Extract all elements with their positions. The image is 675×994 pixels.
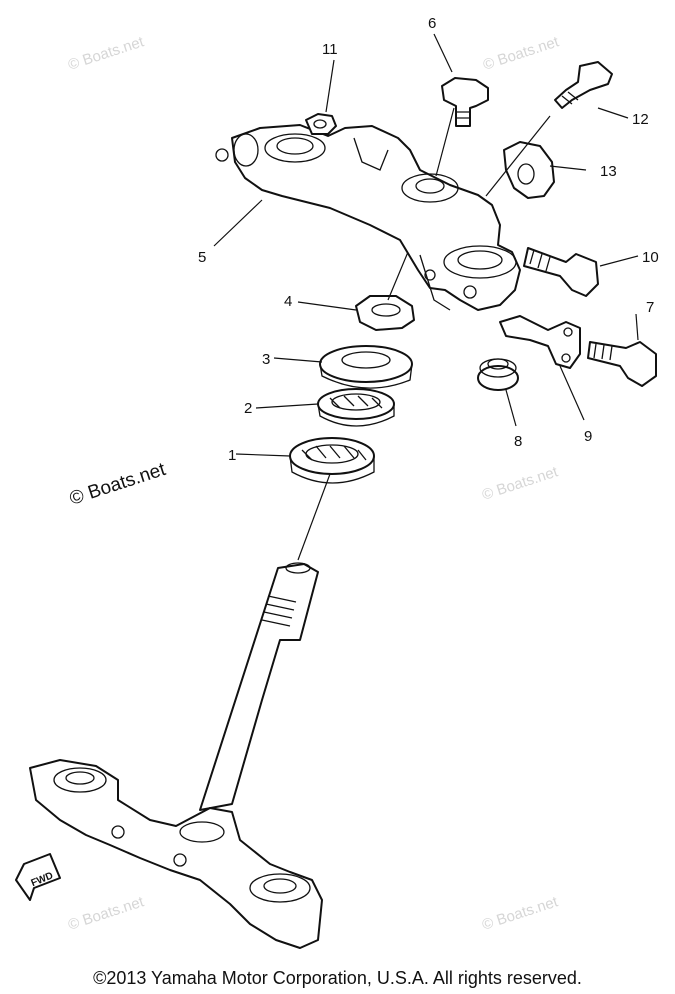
- clamp-part-13: [503, 141, 555, 199]
- callout-5: 5: [198, 249, 206, 266]
- leader-lines: [213, 33, 639, 561]
- copyright-notice: ©2013 Yamaha Motor Corporation, U.S.A. A…: [93, 968, 582, 988]
- lock-plate-part-9: [499, 315, 581, 369]
- steering-stem-part: [29, 562, 323, 949]
- watermark-top-left: © Boats.net: [66, 33, 147, 74]
- watermark-bottom-right: © Boats.net: [480, 893, 561, 934]
- collar-part-8: [477, 358, 519, 391]
- watermark-top-right: © Boats.net: [481, 33, 562, 74]
- callout-1: 1: [228, 447, 236, 464]
- bolt-part-6: [441, 77, 489, 127]
- callout-10: 10: [642, 249, 659, 266]
- callout-11: 11: [322, 41, 338, 58]
- bolt-part-10: [523, 247, 599, 297]
- callout-8: 8: [514, 433, 522, 450]
- fwd-arrow-icon: FWD: [15, 853, 61, 901]
- dust-seal-part-3: [319, 345, 413, 389]
- bolt-part-7: [587, 341, 657, 387]
- upper-bracket-part: [215, 124, 521, 311]
- bearing-part-2: [317, 388, 395, 427]
- callout-12: 12: [632, 111, 649, 128]
- ring-nut-part-4: [355, 295, 415, 331]
- watermark-mid-right: © Boats.net: [480, 463, 561, 504]
- bolt-part-12: [554, 61, 613, 109]
- callout-9: 9: [584, 428, 592, 445]
- watermark-mid-left: © Boats.net: [67, 459, 169, 510]
- callout-4: 4: [284, 293, 292, 310]
- callout-13: 13: [600, 163, 617, 180]
- callout-6: 6: [428, 15, 436, 32]
- nut-part-11: [305, 113, 337, 135]
- callout-7: 7: [646, 299, 654, 316]
- watermark-bottom-left: © Boats.net: [66, 893, 147, 934]
- callouts: 1 2 3 4 5 6 7 8 9 10 11 12 13: [198, 15, 659, 464]
- bearing-part-1: [289, 437, 375, 484]
- callout-3: 3: [262, 351, 270, 368]
- callout-2: 2: [244, 400, 252, 417]
